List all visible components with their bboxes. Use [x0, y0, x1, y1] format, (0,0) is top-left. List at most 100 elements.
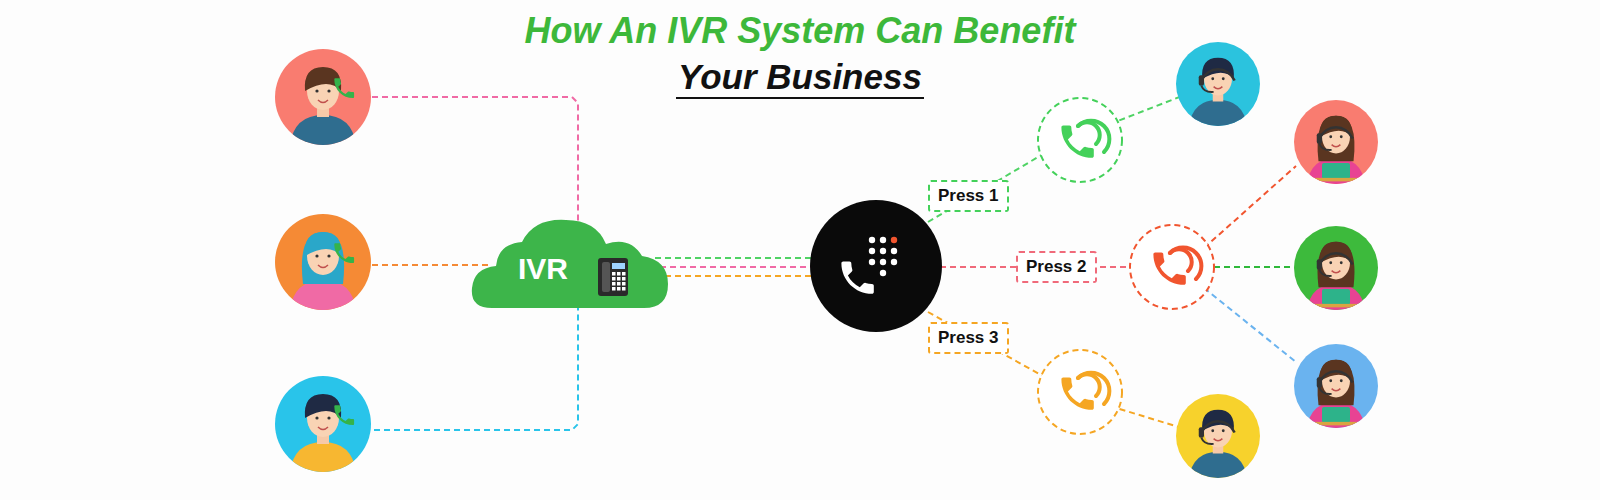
title-text: How An IVR System Can Benefit: [525, 10, 1076, 51]
avatar-eye: [327, 254, 330, 257]
subtitle-text: Your Business: [676, 58, 924, 99]
laptop: [1322, 163, 1350, 179]
phone-at-ear: [334, 405, 354, 425]
avatar-hair: [1318, 116, 1355, 162]
avatar-body: [1306, 284, 1366, 321]
call-handset: [1061, 377, 1093, 409]
keypad-dot: [880, 248, 886, 254]
agent-avatar: [1176, 394, 1260, 489]
avatar-mouth: [1214, 439, 1223, 441]
keypad-dot: [880, 259, 886, 265]
dashed-wire: [1110, 96, 1182, 124]
phone-at-ear: [334, 243, 354, 263]
headset-ear: [1317, 133, 1322, 144]
keypad-dot: [880, 237, 886, 243]
avatar-eye: [1211, 77, 1214, 80]
headset: [1201, 421, 1234, 432]
agent-avatar: [1294, 226, 1378, 321]
dashed-wire: [372, 97, 578, 232]
option-label: Press 2: [1026, 257, 1087, 276]
call-icon: [1038, 350, 1122, 434]
desk-phone: [598, 258, 628, 296]
laptop: [1322, 407, 1350, 423]
avatar-mouth: [1332, 271, 1341, 273]
avatar-hair: [1318, 242, 1355, 288]
avatar-eye: [1340, 135, 1343, 138]
laptop-base: [1315, 304, 1357, 308]
avatar-eye: [315, 254, 318, 257]
headset: [1319, 253, 1352, 264]
avatar-body: [289, 442, 357, 484]
agent-avatar: [1176, 42, 1260, 137]
headset-mic: [1319, 144, 1331, 150]
avatar-body: [289, 280, 357, 322]
dashed-wire: [655, 275, 815, 277]
avatar-ground: [1294, 344, 1378, 428]
dashed-wire: [374, 300, 578, 430]
option-box: Press 2: [1016, 251, 1097, 283]
keypad-dot: [891, 248, 897, 254]
option-label: Press 3: [938, 328, 999, 347]
call-wave: [1078, 121, 1109, 152]
handset: [841, 261, 873, 293]
headset-ear: [1317, 377, 1322, 388]
avatar-body: [289, 115, 357, 157]
option-box: Press 3: [928, 322, 1009, 354]
call-wave: [1078, 373, 1109, 404]
avatar-eye: [1211, 429, 1214, 432]
keypad-dot: [869, 237, 875, 243]
dashed-wire: [655, 257, 815, 259]
option-box: Press 1: [928, 180, 1009, 212]
laptop: [1322, 289, 1350, 305]
call-icon: [1038, 98, 1122, 182]
phone-at-ear: [334, 78, 354, 98]
dashed-wire: [1214, 266, 1292, 268]
headset: [1319, 127, 1352, 138]
avatar-eye: [1222, 77, 1225, 80]
avatar-body: [1188, 452, 1248, 489]
avatar-body: [1188, 100, 1248, 137]
headset-mic: [1201, 438, 1213, 444]
headset-mic: [1201, 86, 1213, 92]
avatar-eye: [1329, 261, 1332, 264]
dashed-wire: [928, 150, 1050, 222]
headset-mic: [1319, 388, 1331, 394]
headset: [1319, 371, 1352, 382]
avatar-ground: [1294, 100, 1378, 184]
agent-avatar: [1294, 344, 1378, 439]
dashed-wire: [928, 312, 1050, 380]
call-handset: [1153, 252, 1185, 284]
agent-avatar: [1294, 100, 1378, 195]
call-ring: [1130, 225, 1214, 309]
avatar-eye: [1222, 429, 1225, 432]
headset: [1201, 69, 1234, 80]
avatar-body: [1306, 402, 1366, 439]
cloud-shape: [470, 214, 670, 310]
avatar-eye: [1329, 135, 1332, 138]
subtitle-row: Your Business: [0, 58, 1600, 99]
avatar-body: [1306, 158, 1366, 195]
dashed-wire: [372, 264, 490, 266]
keypad-dot: [891, 259, 897, 265]
call-handset: [1061, 125, 1093, 157]
avatar-hair: [1318, 360, 1355, 406]
call-ring: [1038, 98, 1122, 182]
avatar-mouth: [318, 427, 328, 430]
call-icon: [1130, 225, 1214, 309]
laptop-base: [1315, 422, 1357, 426]
call-ring: [1038, 350, 1122, 434]
keypad-dot: [869, 259, 875, 265]
option-label: Press 1: [938, 186, 999, 205]
avatar-eye: [327, 89, 330, 92]
avatar-mouth: [1332, 389, 1341, 391]
call-wave: [1170, 248, 1201, 279]
avatar-eye: [315, 416, 318, 419]
keypad-dot: [891, 237, 897, 243]
avatar-mouth: [318, 100, 328, 103]
avatar-mouth: [1332, 145, 1341, 147]
avatar-mouth: [1214, 87, 1223, 89]
headset-mic: [1319, 270, 1331, 276]
ivr-cloud: IVR: [470, 214, 670, 310]
caller-avatar: [275, 49, 371, 157]
